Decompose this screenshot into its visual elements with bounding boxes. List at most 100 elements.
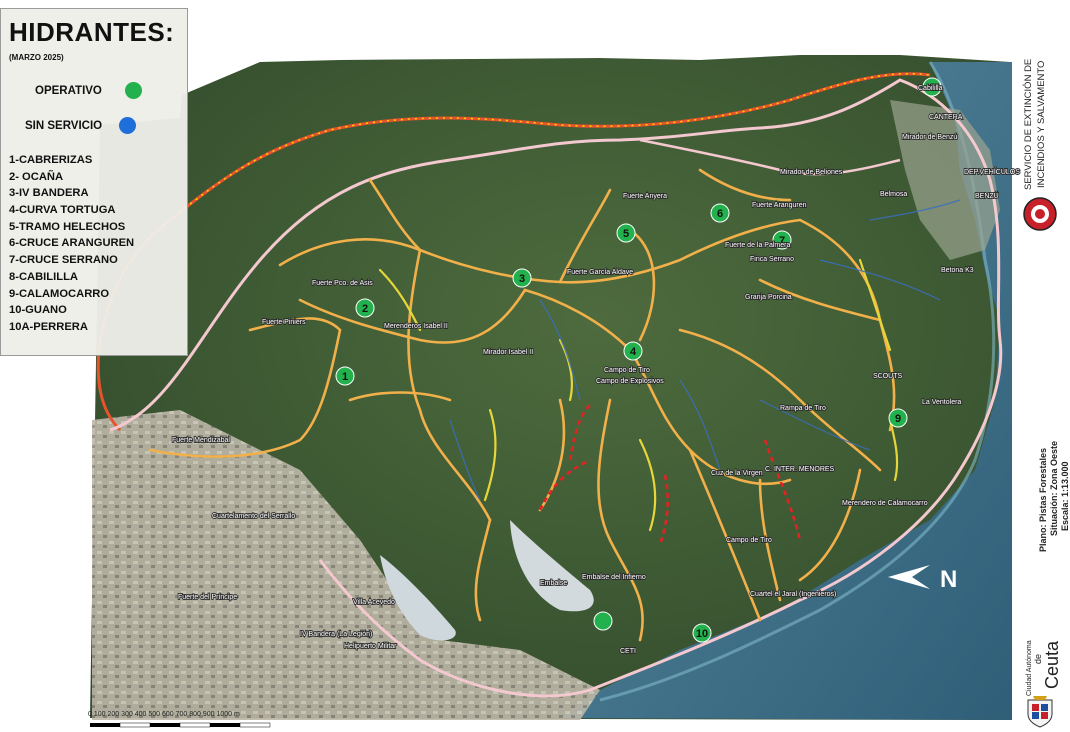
hydrant-list-item: 10A-PERRERA xyxy=(9,320,88,333)
ceuta-label: Ceuta xyxy=(1042,640,1062,689)
place-labels: Fuerte Anyera Fuerte García Aldave Fuert… xyxy=(171,84,1021,656)
place-label: CANTERA xyxy=(929,114,963,121)
place-label: Campo de Tiro xyxy=(604,367,650,374)
place-label: Cuartelamento del Serrallo xyxy=(212,513,295,520)
place-label: Fuerte Piniers xyxy=(262,319,306,326)
main-road xyxy=(109,78,1003,698)
place-label: Mirador de Beliones xyxy=(780,169,843,176)
svg-text:4: 4 xyxy=(630,346,637,358)
rivers xyxy=(449,199,961,501)
scale-bar-text: 0 100 200 300 400 500 600 700 800 900 10… xyxy=(88,711,240,718)
hydrant-marker-1[interactable]: 1 xyxy=(335,366,355,386)
situacion-label: Situación: Zona Oeste xyxy=(1049,440,1059,536)
escala-label: Escala: 1:13.000 xyxy=(1060,461,1070,531)
place-label: Cabililla xyxy=(918,85,943,92)
reservoir-west xyxy=(380,555,456,641)
place-label: Merenderos Isabel II xyxy=(384,323,448,330)
ceuta-coat-of-arms-icon xyxy=(1027,696,1053,728)
place-label: Betona K3 xyxy=(941,267,974,274)
place-label: Fuerte del Príncipe xyxy=(178,594,237,601)
place-label: BENZÚ xyxy=(975,191,999,200)
hydrant-marker-10[interactable]: 10 xyxy=(692,623,712,643)
place-label: Cuz de la Virgen xyxy=(711,470,763,477)
hydrant-markers: 1 2 3 4 5 6 7 8 9 10 xyxy=(335,77,942,643)
hydrant-marker-6[interactable]: 6 xyxy=(710,203,730,223)
legend-title: HIDRANTES: xyxy=(9,17,175,47)
fire-tracks xyxy=(538,404,802,546)
legend-date: (MARZO 2025) xyxy=(9,53,64,62)
place-label: Mirador Isabel II xyxy=(483,349,533,356)
hydrant-list-item: 6-CRUCE ARANGUREN xyxy=(9,237,135,250)
hydrant-list-item: 4-CURVA TORTUGA xyxy=(9,204,116,217)
place-label: IV Bandera (La Legión) xyxy=(300,631,372,638)
plano-label: Plano: Pistas Forestales xyxy=(1038,447,1048,552)
place-label: C. INTER. MENORES xyxy=(765,466,835,473)
legend-panel: HIDRANTES: (MARZO 2025) OPERATIVO SIN SE… xyxy=(0,8,188,356)
legend-operativo: OPERATIVO xyxy=(1,82,189,104)
svg-text:N: N xyxy=(940,566,957,593)
place-label: SCOUTS xyxy=(873,373,903,380)
road-north-coast xyxy=(639,138,901,176)
hydrant-marker-4[interactable]: 4 xyxy=(623,341,643,361)
svg-text:3: 3 xyxy=(519,273,525,285)
place-label: Fuerte Pco. de Asis xyxy=(312,280,373,287)
svg-text:9: 9 xyxy=(895,413,901,425)
fire-service-emblem-icon xyxy=(1023,197,1057,231)
yellow-paths xyxy=(378,258,899,532)
place-label: Villa Acevedo xyxy=(353,599,395,606)
place-label: Embalse del Infierno xyxy=(582,574,646,581)
hydrant-marker-7[interactable]: 7 xyxy=(772,230,792,250)
ciudad-autonoma-label: Ciudad Autónoma xyxy=(1026,640,1033,696)
place-label: Fuerte García Aldave xyxy=(567,269,633,276)
hydrant-marker-8[interactable]: 8 xyxy=(922,77,942,97)
svg-text:8: 8 xyxy=(929,82,935,94)
hydrant-marker-5[interactable]: 5 xyxy=(616,223,636,243)
place-label: Campo de Tiro xyxy=(726,537,772,544)
hydrant-marker-3[interactable]: 3 xyxy=(512,268,532,288)
svg-text:7: 7 xyxy=(779,235,785,247)
svg-text:2: 2 xyxy=(362,303,368,315)
place-label: Cuartel el Jaral (Ingenieros) xyxy=(750,591,836,598)
place-label: Rampa de Tiro xyxy=(780,405,826,412)
scale-bar-graphic xyxy=(90,722,271,728)
place-label: Finca Serrano xyxy=(750,256,794,263)
hydrant-marker-10a[interactable] xyxy=(593,611,613,631)
legend-sin-servicio: SIN SERVICIO xyxy=(1,117,189,139)
place-label: Fuerte Mendizabal xyxy=(172,437,230,444)
right-info-strip: SERVICIO DE EXTINCIÓN DE INCENDIOS Y SAL… xyxy=(1016,0,1070,732)
hydrant-list-item: 1-CABRERIZAS xyxy=(9,154,93,166)
svg-text:1: 1 xyxy=(342,371,348,383)
hydrant-list-item: 5-TRAMO HELECHOS xyxy=(9,220,126,233)
hydrant-list-item: 2- OCAÑA xyxy=(9,170,64,183)
place-label: Helipuerto Militar xyxy=(344,643,397,650)
service-name-line2: INCENDIOS Y SALVAMENTO xyxy=(1036,60,1047,188)
place-label: La Ventolera xyxy=(922,399,961,406)
hydrant-marker-9[interactable]: 9 xyxy=(888,408,908,428)
north-arrow: N xyxy=(888,565,957,593)
place-label: Mirador de Benzú xyxy=(902,134,957,141)
place-label: Embalse xyxy=(540,580,567,587)
place-label: DEP.VEHÍCULOS xyxy=(964,167,1020,176)
svg-text:6: 6 xyxy=(717,208,723,220)
svg-text:5: 5 xyxy=(623,228,629,240)
north-arrow-icon xyxy=(888,565,930,589)
place-label: Belmosa xyxy=(880,191,907,198)
hydrant-list-item: 8-CABILILLA xyxy=(9,270,78,283)
place-label: Campo de Explosivos xyxy=(596,378,664,385)
place-label: Fuerte Anyera xyxy=(623,193,667,200)
hydrant-list-item: 10-GUANO xyxy=(9,304,67,317)
sin-servicio-dot-icon xyxy=(119,117,136,134)
place-label: Fuerte de la Palmera xyxy=(725,242,790,249)
hydrant-list: 1-CABRERIZAS 2- OCAÑA 3-IV BANDERA 4-CUR… xyxy=(9,152,134,336)
reservoir-east xyxy=(510,520,594,612)
service-name-line1: SERVICIO DE EXTINCIÓN DE xyxy=(1023,58,1034,190)
forest-tracks xyxy=(148,168,896,642)
place-label: Fuerte Aranguren xyxy=(752,202,807,209)
svg-text:10: 10 xyxy=(696,628,708,640)
hydrant-list-item: 9-CALAMOCARRO xyxy=(9,287,110,300)
place-label: Granja Porcina xyxy=(745,294,792,301)
operativo-dot-icon xyxy=(125,82,142,99)
hydrant-marker-2[interactable]: 2 xyxy=(355,298,375,318)
